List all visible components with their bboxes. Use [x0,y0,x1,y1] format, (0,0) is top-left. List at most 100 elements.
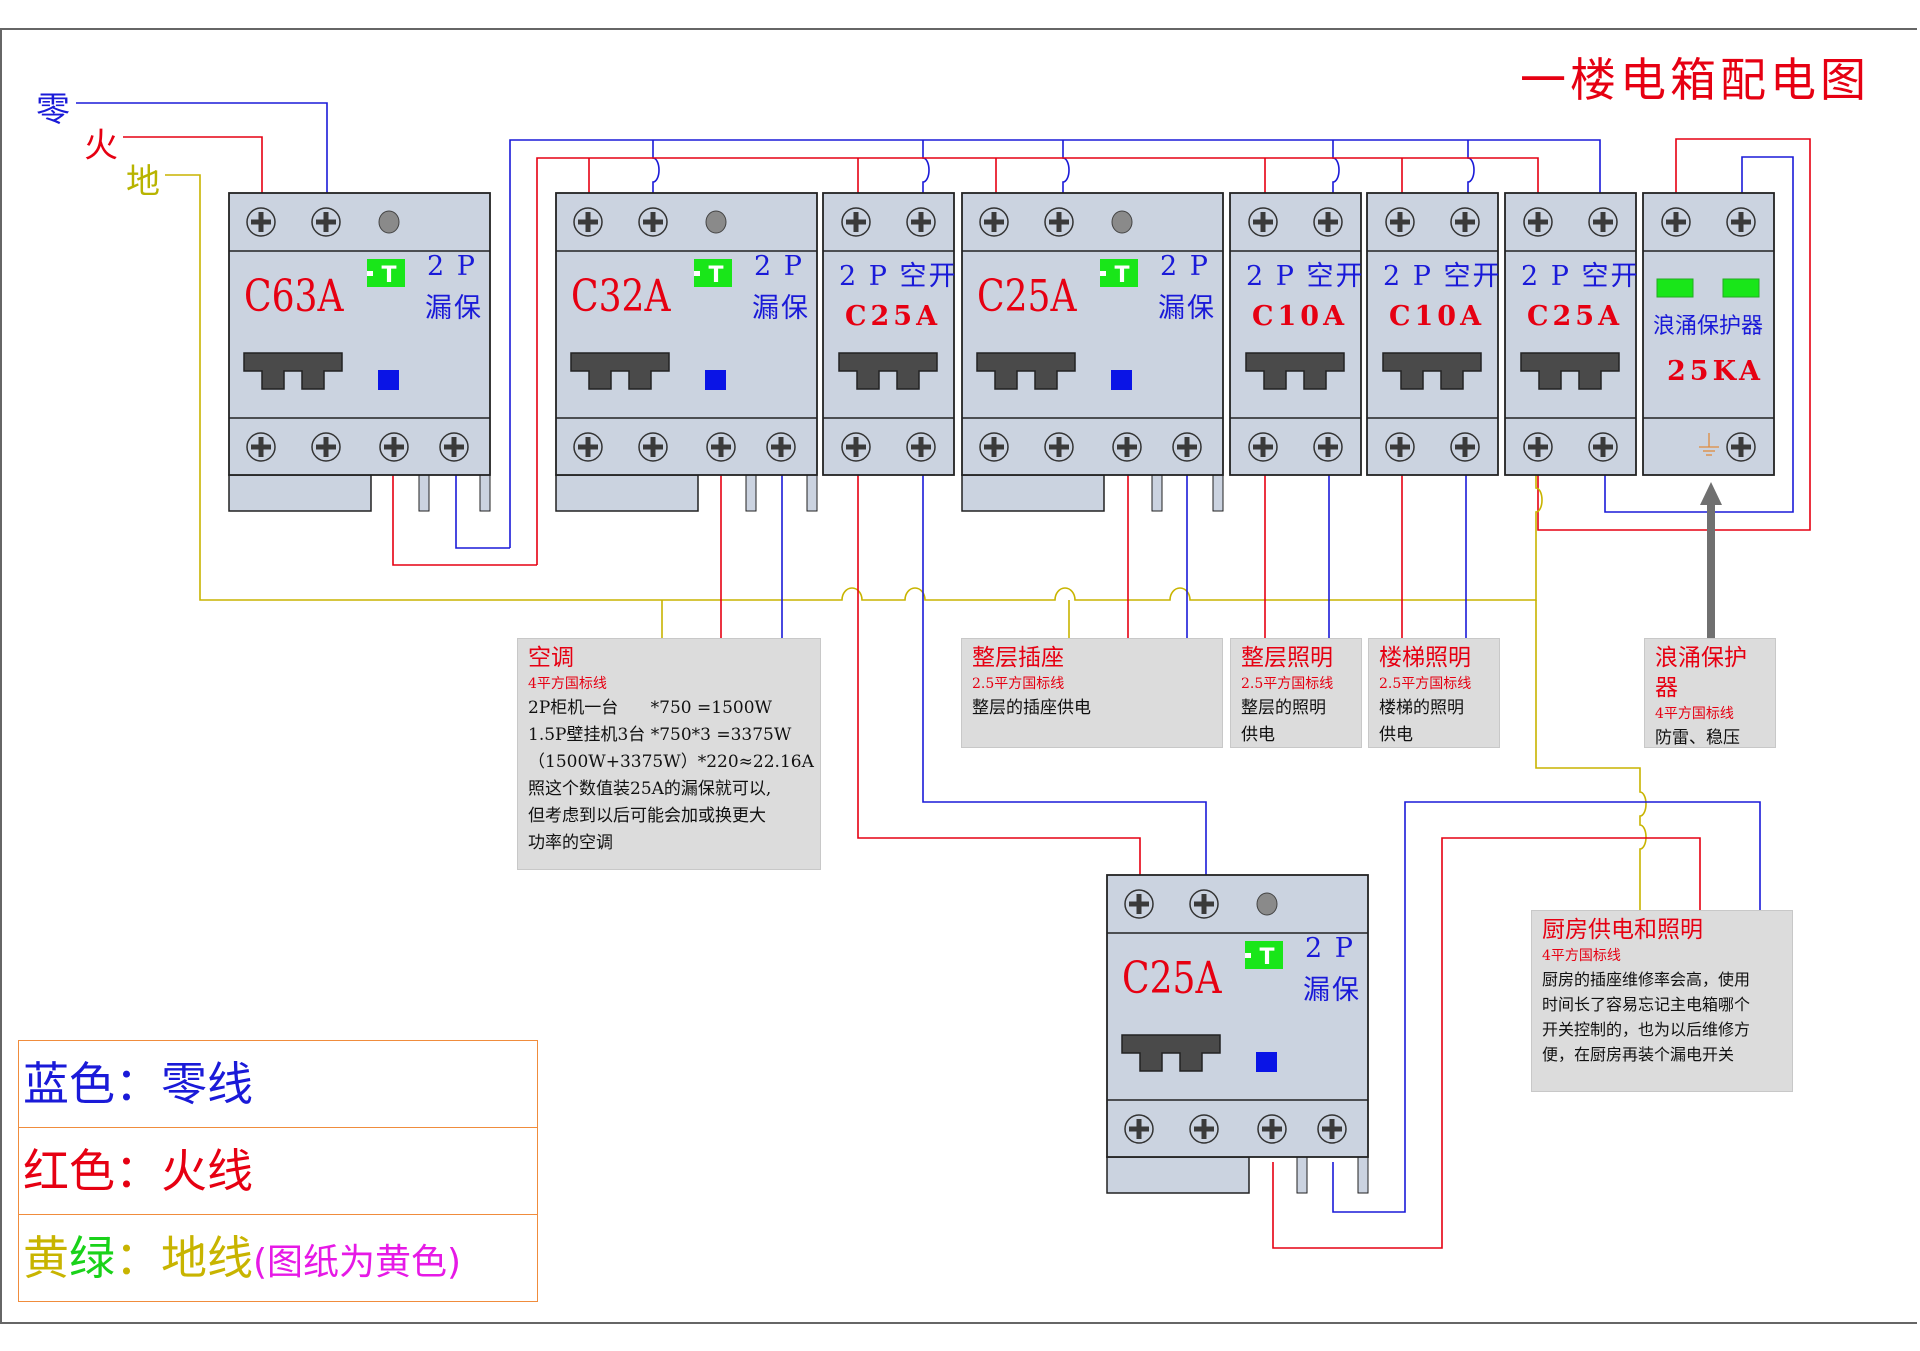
note-title: 整层照明 [1241,645,1333,671]
type-label: 漏保 [425,293,483,324]
module-body [1229,192,1362,476]
screw-slot [585,437,591,457]
module-body [555,192,818,476]
rating-label: C25A [1527,301,1624,332]
status-lamp-icon [705,210,727,234]
screw-slot [323,437,329,457]
pole-label: 2 P [1305,933,1355,964]
pole-label: 2 P [754,251,804,282]
wire-neutral-spd [1604,156,1794,513]
din-clip [961,474,1105,512]
note-line: 供电 [1241,725,1275,745]
screw-slot [1600,212,1606,232]
rating-label: C10A [1252,301,1349,332]
screw-slot [1397,437,1403,457]
legend-key: 红色： [23,1144,161,1198]
test-button-mark [694,271,700,276]
breaker-kitchen[interactable]: T [1106,874,1369,1194]
test-button[interactable]: T [367,259,405,288]
note-title: 整层插座 [972,645,1064,671]
rating-label: C25A [977,271,1077,322]
module-body [1106,874,1369,1158]
test-button[interactable]: T [1245,941,1283,970]
type-label: 漏保 [1158,293,1216,324]
screw-slot [650,437,656,457]
toggle-handle [1520,352,1620,390]
legend-key-green: 绿 [69,1231,115,1285]
type-label: 2 P 空开 [839,261,958,292]
trip-indicator-icon [1111,370,1132,390]
screw-slot [650,212,656,232]
note-line: 楼梯的照明 [1379,698,1464,718]
test-button-glyph: T [1114,263,1129,288]
screw-slot [1136,1119,1142,1139]
note-line: 整层的照明 [1241,698,1326,718]
note-spec: 2.5平方国标线 [1379,676,1472,692]
note-line: （1500W+3375W）*220≈22.16A [528,752,814,772]
screw-slot [1397,212,1403,232]
rating-label: C10A [1389,301,1486,332]
terminal-lug [1357,1156,1369,1194]
wire-ground-bus [165,174,1543,601]
breaker-stair-light[interactable] [1366,192,1499,476]
screw-slot [585,212,591,232]
module-body [1504,192,1637,476]
breaker-sockets[interactable]: T [961,192,1224,512]
terminal-lug [1151,474,1163,512]
note-spd: 浪涌保护器 4平方国标线 防雷、稳压 [1644,638,1776,748]
breaker-ac[interactable]: T [555,192,818,512]
screw-slot [1325,212,1331,232]
module-body [822,192,955,476]
type-label: 2 P 空开 [1383,261,1502,292]
legend-key: 蓝色： [23,1057,161,1111]
wire-neutral-drop [1467,140,1475,193]
screw-slot [1260,437,1266,457]
screw-slot [853,212,859,232]
screw-slot [991,212,997,232]
spd-pointer-arrow [1700,482,1722,640]
wire-live-bus [536,157,1539,565]
wire-neutral-input [76,102,328,193]
note-sockets: 整层插座 2.5平方国标线 整层的插座供电 [961,638,1223,748]
terminal-lug [806,474,818,512]
spd-indicator-icon [1722,278,1760,298]
test-button[interactable]: T [1100,259,1138,288]
input-neutral-label: 零 [36,90,70,130]
type-label: 漏保 [752,293,810,324]
page-title: 一楼电箱配电图 [1520,53,1870,107]
test-button[interactable]: T [694,259,732,288]
breaker-floor-light[interactable] [1229,192,1362,476]
legend-value: 火线 [161,1144,253,1198]
screw-slot [991,437,997,457]
test-button-mark [1245,953,1251,958]
legend-row-neutral: 蓝色：零线 [19,1041,537,1128]
status-lamp-icon [1111,210,1133,234]
legend-row-live: 红色：火线 [19,1128,537,1215]
screw-slot [1136,894,1142,914]
wires [76,102,1811,1249]
test-button-mark [1100,271,1106,276]
note-line: 照这个数值装25A的漏保就可以, [528,779,772,799]
screw-slot [258,437,264,457]
breaker-ac-sub[interactable] [822,192,955,476]
breaker-spd-feed[interactable] [1504,192,1637,476]
breaker-spd[interactable] [1642,192,1775,476]
screw-slot [1462,212,1468,232]
screw-slot [1535,212,1541,232]
test-button-face [1245,941,1283,969]
wire-neutral-drop [652,140,660,193]
screw-slot [323,212,329,232]
legend-key-yellow: 黄 [23,1231,69,1285]
breaker-main[interactable]: T [228,192,491,512]
screw-slot [1738,437,1744,457]
note-title: 厨房供电和照明 [1542,917,1703,943]
note-line: 1.5P壁挂机3台 *750*3 =3375W [528,725,792,745]
screw-slot [1535,437,1541,457]
module-body [1642,192,1775,476]
wire-ground-kitchen [1535,600,1647,910]
din-clip [555,474,699,512]
trip-indicator-icon [1256,1052,1277,1072]
note-line: 便，在厨房再装个漏电开关 [1542,1045,1735,1064]
rating-label: C25A [845,301,942,332]
